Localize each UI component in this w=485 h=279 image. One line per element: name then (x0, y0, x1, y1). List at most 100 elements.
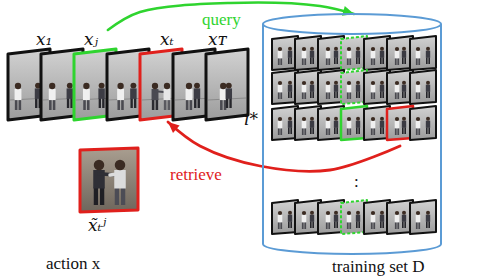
person-figure (278, 47, 283, 65)
caption-label: action x (46, 254, 100, 274)
head (94, 160, 105, 171)
leg (426, 127, 428, 134)
leg (87, 100, 90, 111)
torso (347, 121, 352, 128)
leg (326, 222, 328, 229)
head (83, 83, 89, 89)
leg (356, 221, 358, 228)
retrieved-row: i* (242, 100, 426, 146)
person-figure (356, 81, 360, 98)
torso (426, 51, 430, 58)
leg (358, 91, 360, 98)
leg (371, 222, 373, 229)
torso (371, 51, 376, 58)
head (278, 117, 282, 121)
torso (334, 215, 338, 222)
leg (288, 221, 290, 228)
leg (49, 100, 52, 111)
head (380, 81, 384, 85)
leg (356, 127, 358, 134)
person-figure (302, 81, 307, 99)
torso (302, 51, 307, 58)
leg (121, 188, 125, 206)
frame-border (206, 49, 248, 120)
person-figure (380, 47, 384, 64)
leg (302, 58, 304, 65)
leg (336, 57, 338, 64)
inset-frame-node: x̃ₜʲ (78, 146, 142, 250)
head (347, 211, 351, 215)
node-label: training set D (332, 257, 425, 277)
leg (347, 128, 349, 135)
person-figure (380, 211, 384, 228)
torso (347, 215, 352, 222)
leg (334, 91, 336, 98)
head (416, 81, 420, 85)
torso (395, 51, 400, 58)
head (67, 83, 73, 89)
frame-image (410, 36, 436, 70)
leg (290, 221, 292, 228)
leg (220, 100, 223, 111)
leg (328, 222, 330, 229)
leg (349, 58, 351, 65)
frame-border (410, 36, 436, 70)
torso (426, 121, 430, 128)
node-label: x̃ₜʲ (88, 216, 106, 236)
leg (349, 128, 351, 135)
leg (358, 127, 360, 134)
person-figure (334, 117, 338, 134)
leg (426, 221, 428, 228)
video-frame (206, 49, 248, 120)
leg (278, 222, 280, 229)
person-figure (278, 211, 283, 229)
torso (356, 85, 360, 92)
leg (349, 92, 351, 99)
leg (304, 222, 306, 229)
connector-line (108, 3, 354, 30)
leg (121, 100, 124, 111)
leg (416, 58, 418, 65)
torso (356, 121, 360, 128)
torso (402, 85, 406, 92)
head (278, 211, 282, 215)
head (302, 81, 306, 85)
head (356, 117, 360, 121)
person-figure (334, 47, 338, 64)
head (402, 81, 406, 85)
torso (288, 121, 292, 128)
cylinder-body (263, 24, 441, 254)
person-figure (278, 117, 283, 135)
torso (395, 215, 400, 222)
leg (356, 57, 358, 64)
frame-border (410, 200, 436, 234)
head (371, 47, 375, 51)
leg (53, 100, 56, 111)
torso (310, 51, 314, 58)
leg (380, 91, 382, 98)
frame-label-node: xᴛ (206, 30, 250, 122)
torso (310, 121, 314, 128)
leg (229, 98, 231, 108)
leg (152, 100, 155, 111)
leg (395, 222, 397, 229)
leg (280, 222, 282, 229)
head (380, 47, 384, 51)
person-figure (395, 117, 400, 135)
torso (288, 215, 292, 222)
frame-border (410, 70, 436, 104)
person-figure (416, 47, 421, 65)
torso (67, 88, 73, 98)
person-figure (426, 47, 430, 64)
torso (49, 89, 56, 100)
leg (312, 91, 314, 98)
leg (278, 58, 280, 65)
leg (304, 92, 306, 99)
person-figure (416, 81, 421, 99)
torso (371, 85, 376, 92)
frame-border (410, 106, 436, 140)
head (278, 47, 282, 51)
head (395, 47, 399, 51)
leg (416, 92, 418, 99)
